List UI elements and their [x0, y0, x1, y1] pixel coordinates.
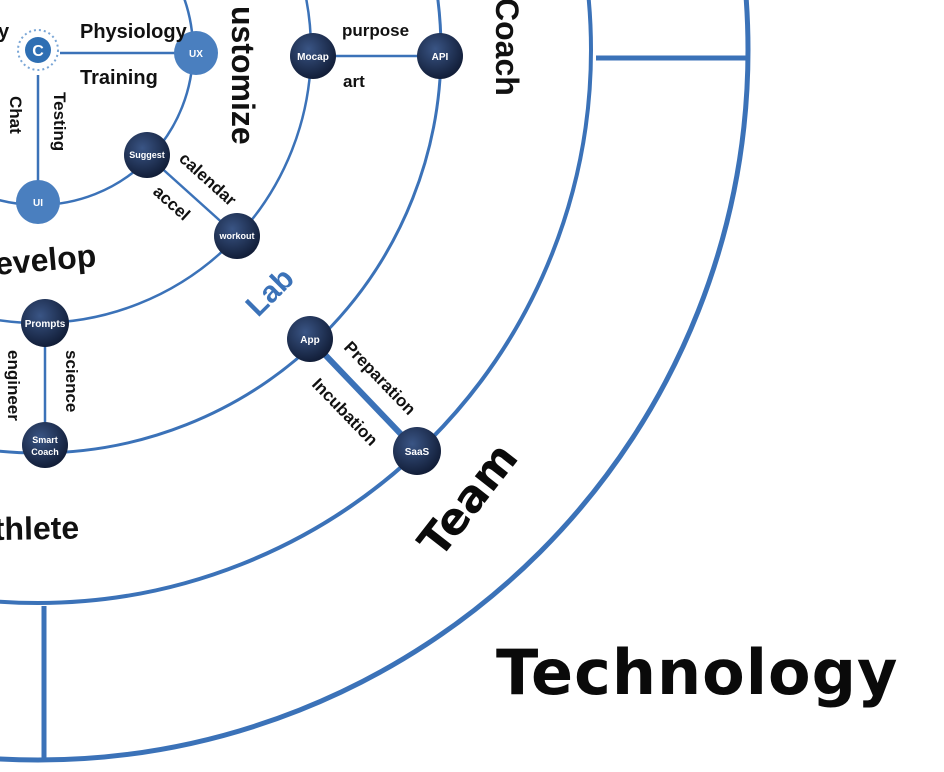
node-suggest: Suggest	[124, 132, 170, 178]
node-prompts-label: Prompts	[25, 319, 66, 330]
node-saas-label: SaaS	[405, 447, 430, 458]
node-app-label: App	[300, 335, 319, 346]
label-partial-y: y	[0, 21, 10, 43]
node-smart-coach: Smart Coach	[22, 422, 68, 468]
node-workout: workout	[214, 213, 260, 259]
node-mocap: Mocap	[290, 33, 336, 79]
label-develop: evelop	[0, 237, 98, 282]
node-api: API	[417, 33, 463, 79]
label-coach: Coach	[489, 0, 525, 96]
label-accel: accel	[149, 182, 193, 225]
ring-4	[0, 0, 593, 605]
svg-text:C: C	[32, 43, 44, 60]
label-physiology: Physiology	[80, 21, 188, 43]
label-testing: Testing	[50, 92, 69, 151]
label-purpose: purpose	[342, 21, 409, 40]
logo: C	[16, 28, 60, 72]
node-suggest-label: Suggest	[129, 150, 165, 160]
ring-5	[0, 0, 751, 763]
label-training: Training	[80, 67, 158, 89]
node-prompts: Prompts	[21, 299, 69, 347]
label-athlete: thlete	[0, 510, 79, 547]
label-lab: Lab	[240, 262, 301, 323]
node-ux-label: UX	[189, 49, 203, 60]
link-app-saas	[307, 336, 420, 454]
node-smart-coach-line1: Smart	[32, 435, 58, 445]
node-workout-label: workout	[219, 231, 255, 241]
node-ui: UI	[16, 180, 60, 224]
node-smart-coach-line2: Coach	[31, 447, 59, 457]
label-incubation: Incubation	[308, 375, 381, 450]
label-science: science	[62, 350, 81, 412]
node-app: App	[287, 316, 333, 362]
node-api-label: API	[432, 52, 449, 63]
label-engineer: engineer	[4, 350, 23, 421]
node-ux: UX	[174, 31, 218, 75]
node-saas: SaaS	[393, 427, 441, 475]
label-art: art	[343, 72, 365, 91]
logo-icon: C	[17, 29, 59, 71]
label-customize: ustomize	[225, 6, 261, 145]
label-technology: Technology	[496, 636, 899, 709]
label-chat: Chat	[6, 96, 25, 134]
node-mocap-label: Mocap	[297, 52, 329, 63]
label-calendar: calendar	[175, 149, 240, 210]
node-ui-label: UI	[33, 198, 43, 209]
